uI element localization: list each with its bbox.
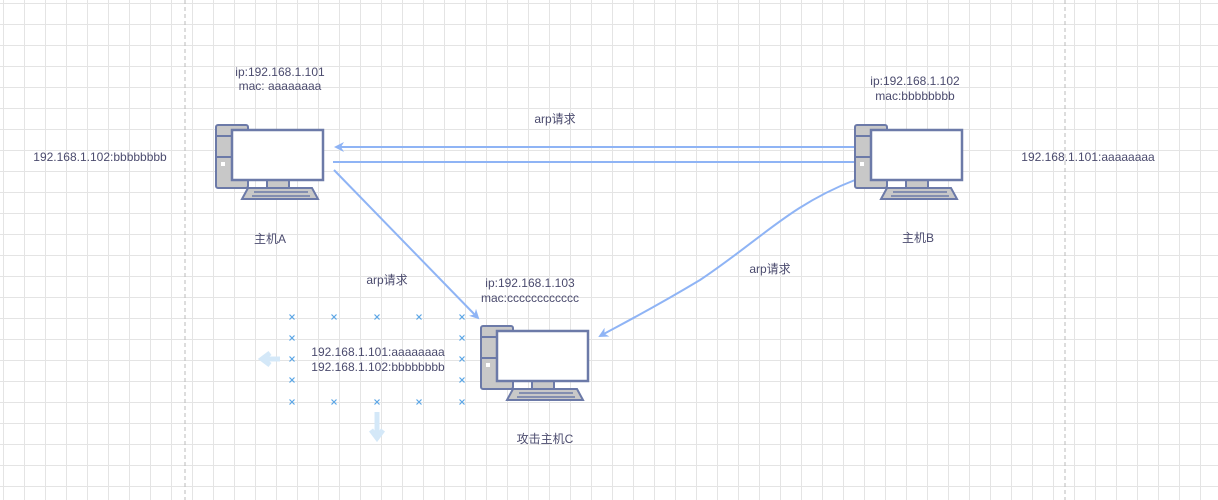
selection-handle[interactable] [289,314,295,320]
selection-handle[interactable] [289,356,295,362]
selection-handle[interactable] [416,314,422,320]
edge-b-to-c[interactable] [598,179,856,337]
selection-handle[interactable] [374,314,380,320]
host-b-label[interactable]: 主机B [901,231,934,245]
host-c-ip: ip:192.168.1.103 [485,276,575,290]
computer-icon-host-b[interactable] [853,123,964,201]
arrow-down-hint-icon[interactable] [369,412,385,443]
computer-icon-host-c[interactable] [479,324,590,402]
selection-handle[interactable] [459,356,465,362]
selection-handle[interactable] [289,377,295,383]
host-b-ip: ip:192.168.1.102 [870,74,960,88]
selection-handle[interactable] [459,335,465,341]
host-a-label[interactable]: 主机A [253,232,286,246]
selection-handle[interactable] [459,399,465,405]
host-c-arp-cache-1[interactable]: 192.168.1.101:aaaaaaaa [311,345,445,359]
host-a-mac: mac: aaaaaaaa [238,79,322,93]
selection-handle[interactable] [416,399,422,405]
host-c-mac: mac:cccccccccccc [480,291,579,305]
selection-handle[interactable] [331,314,337,320]
host-c-label[interactable]: 攻击主机C [516,432,574,446]
selection-handles[interactable] [289,314,465,405]
host-b-mac: mac:bbbbbbbb [875,89,955,103]
selection-handle[interactable] [459,314,465,320]
host-c-arp-cache-2[interactable]: 192.168.1.102:bbbbbbbb [311,360,445,374]
selection-handle[interactable] [459,377,465,383]
selection-handle[interactable] [289,335,295,341]
host-b-arp-cache: 192.168.1.101:aaaaaaaa [1021,150,1155,164]
host-a-arp-cache: 192.168.1.102:bbbbbbbb [33,150,167,164]
edge-label-ab: arp请求 [534,112,576,126]
edge-label-ac: arp请求 [366,273,408,287]
edge-label-bc: arp请求 [749,262,791,276]
selection-handle[interactable] [374,399,380,405]
selection-handle[interactable] [289,399,295,405]
host-a-ip: ip:192.168.1.101 [235,65,325,79]
selection-handle[interactable] [331,399,337,405]
computer-icon-host-a[interactable] [214,123,325,201]
arrow-left-hint-icon[interactable] [257,351,280,367]
edge-a-to-c[interactable] [333,169,480,320]
